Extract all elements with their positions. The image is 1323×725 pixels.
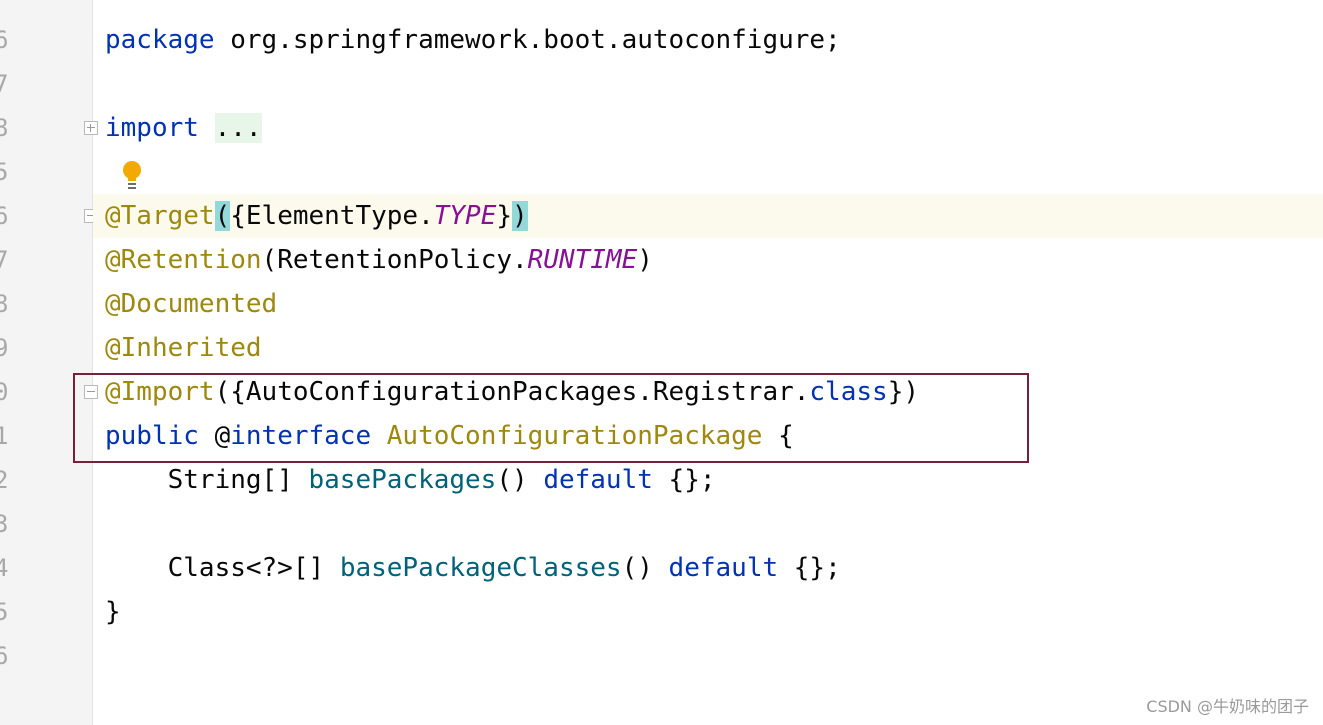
code-text: Class<?>[] xyxy=(105,553,340,583)
line-number: 8 xyxy=(0,114,9,142)
line-numbers: 6 7 8 5 6 7 8 9 0 1 2 3 4 5 6 xyxy=(0,0,40,725)
line-number: 4 xyxy=(0,554,9,582)
code-line: package org.springframework.boot.autocon… xyxy=(93,18,1323,62)
code-text: ) xyxy=(637,245,653,275)
keyword: class xyxy=(809,377,888,407)
keyword: default xyxy=(543,465,653,495)
code-text: ({AutoConfigurationPackages.Registrar. xyxy=(214,377,810,407)
code-line: Class<?>[] basePackageClasses() default … xyxy=(93,546,1323,590)
code-text: @ xyxy=(198,421,231,451)
matched-paren: ) xyxy=(512,201,528,231)
code-text: {}; xyxy=(778,553,841,583)
line-number: 2 xyxy=(0,466,9,494)
line-number: 7 xyxy=(0,70,9,98)
keyword: public xyxy=(105,421,199,451)
code-text xyxy=(371,421,387,451)
code-text: {ElementType. xyxy=(230,201,434,231)
code-line: @Documented xyxy=(93,282,1323,326)
method-name: basePackages xyxy=(308,465,497,495)
line-number: 1 xyxy=(0,422,9,450)
line-number: 3 xyxy=(0,510,9,538)
keyword: package xyxy=(105,25,215,55)
code-text: () xyxy=(621,553,669,583)
code-line: public @interface AutoConfigurationPacka… xyxy=(93,414,1323,458)
editor-gutter: 6 7 8 5 6 7 8 9 0 1 2 3 4 5 6 xyxy=(0,0,93,725)
code-editor[interactable]: package org.springframework.boot.autocon… xyxy=(93,0,1323,725)
code-line: @Inherited xyxy=(93,326,1323,370)
current-code-line: @Target({ElementType.TYPE}) xyxy=(93,194,1323,238)
code-line: @Retention(RetentionPolicy.RUNTIME) xyxy=(93,238,1323,282)
annotation: @Inherited xyxy=(105,333,262,363)
line-number: 0 xyxy=(0,378,9,406)
code-text xyxy=(199,113,215,143)
code-text: String[] xyxy=(105,465,309,495)
code-text: { xyxy=(762,421,794,451)
line-number: 6 xyxy=(0,642,9,670)
lightbulb-icon[interactable] xyxy=(121,160,143,192)
code-line: import ... xyxy=(93,106,1323,150)
constant: TYPE xyxy=(433,201,497,231)
line-number: 7 xyxy=(0,246,9,274)
fold-collapse-icon[interactable] xyxy=(84,385,98,399)
code-text: () xyxy=(496,465,544,495)
annotation: @Retention xyxy=(105,245,262,275)
matched-paren: ( xyxy=(214,201,231,231)
line-number: 5 xyxy=(0,598,9,626)
keyword: interface xyxy=(230,421,372,451)
fold-expand-icon[interactable] xyxy=(84,121,98,135)
code-text: (RetentionPolicy. xyxy=(261,245,528,275)
constant: RUNTIME xyxy=(527,245,638,275)
keyword: import xyxy=(105,113,199,143)
code-text: } xyxy=(496,201,513,231)
annotation: @Target xyxy=(105,201,215,231)
line-number: 5 xyxy=(0,158,9,186)
folded-imports[interactable]: ... xyxy=(214,113,262,143)
keyword: default xyxy=(668,553,779,583)
method-name: basePackageClasses xyxy=(339,553,622,583)
watermark: CSDN @牛奶味的团子 xyxy=(1146,697,1309,716)
class-name: AutoConfigurationPackage xyxy=(386,421,763,451)
code-text: }) xyxy=(887,377,919,407)
line-number: 6 xyxy=(0,26,9,54)
code-line: } xyxy=(93,590,1323,634)
annotation: @Import xyxy=(105,377,215,407)
line-number: 9 xyxy=(0,334,9,362)
code-text: } xyxy=(105,597,121,627)
code-line: String[] basePackages() default {}; xyxy=(93,458,1323,502)
code-line: @Import({AutoConfigurationPackages.Regis… xyxy=(93,370,1323,414)
code-text: {}; xyxy=(652,465,716,495)
line-number: 6 xyxy=(0,202,9,230)
annotation: @Documented xyxy=(105,289,278,319)
line-number: 8 xyxy=(0,290,9,318)
code-text: org.springframework.boot.autoconfigure; xyxy=(214,25,841,55)
